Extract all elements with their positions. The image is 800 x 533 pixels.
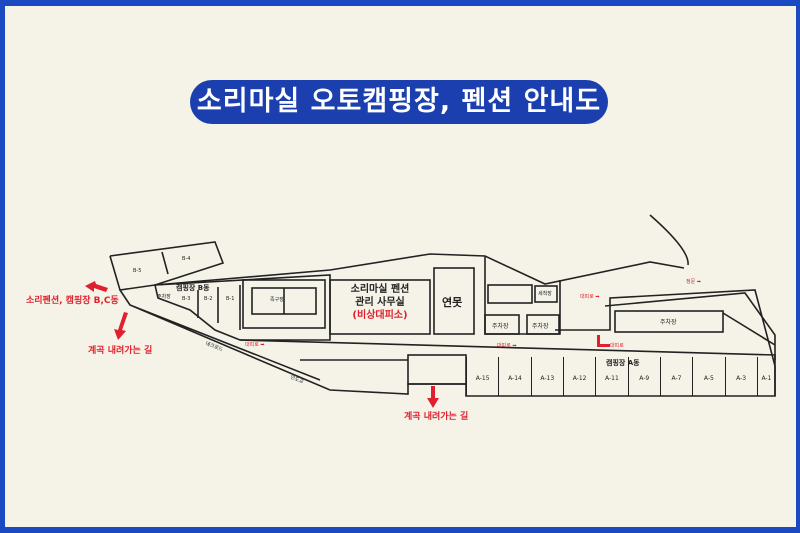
a-sites-row: A-15 A-14 A-13 A-12 A-11 A-9 A-7 A-5 A-3… <box>466 357 775 396</box>
wash-building <box>534 285 558 303</box>
evac-label: 대피로 ➡ <box>580 294 600 300</box>
arrow-down-icon <box>114 312 128 340</box>
site-outline <box>109 214 689 291</box>
office-label: 소리마실 펜션 관리 사무실 (비상대피소) <box>350 284 410 321</box>
down-valley-label: 계곡 내려가는 길 <box>404 412 469 422</box>
arrow-up-left-icon <box>597 335 610 347</box>
a-site: A-5 <box>692 357 724 396</box>
bridge-label: 인도교 <box>289 374 305 386</box>
pond-label: 연못 <box>442 296 463 309</box>
b-site-b1: B-1 <box>226 296 235 302</box>
campsite-a-label: 캠핑장 A동 <box>606 359 640 367</box>
b-site-b5: B-5 <box>133 268 142 274</box>
evac-label: 대피로 ➡ <box>497 343 517 349</box>
soccer-field <box>242 279 326 329</box>
parking-label: 주차장 <box>660 319 677 326</box>
to-bc-label: 소리펜션, 캠핑장 B,C동 <box>26 296 119 306</box>
a-site: A-1 <box>756 357 775 396</box>
map-title: 소리마실 오토캠핑장, 펜션 안내도 <box>190 80 608 124</box>
deck-label: 데크로드 <box>204 340 224 354</box>
a-site: A-11 <box>595 357 627 396</box>
a-site: A-12 <box>562 357 595 396</box>
evac-label: 대피로 <box>610 343 624 349</box>
parking-east <box>614 310 724 333</box>
a-site: A-9 <box>627 357 660 396</box>
evac-label: 대피로 ➡ <box>245 342 265 348</box>
parking-label: 주차장 <box>157 294 171 300</box>
arrow-left-icon <box>85 281 108 292</box>
a-site: A-3 <box>724 357 757 396</box>
site-outline-lower <box>119 289 776 397</box>
soccer-label: 족구장 <box>270 297 284 303</box>
parking-label: 주차장 <box>532 323 549 330</box>
gate-label: 정문 ➡ <box>686 279 701 285</box>
b-site-b2: B-2 <box>204 296 213 302</box>
a-site: A-14 <box>498 357 530 396</box>
b-site-b3: B-3 <box>182 296 191 302</box>
b-site-b4: B-4 <box>182 256 191 262</box>
down-valley-label: 계곡 내려가는 길 <box>88 346 153 356</box>
b5-b4-block <box>109 241 225 286</box>
a-site: A-7 <box>659 357 692 396</box>
office-building <box>329 279 431 335</box>
wash-label: 세척장 <box>538 291 552 297</box>
campsite-b-label: 캠핑장 B동 <box>176 284 210 292</box>
pond <box>433 267 475 335</box>
arrow-down-icon <box>427 386 439 408</box>
a-site: A-15 <box>466 357 498 396</box>
a-site: A-13 <box>530 357 563 396</box>
parking-label: 주차장 <box>492 323 509 330</box>
